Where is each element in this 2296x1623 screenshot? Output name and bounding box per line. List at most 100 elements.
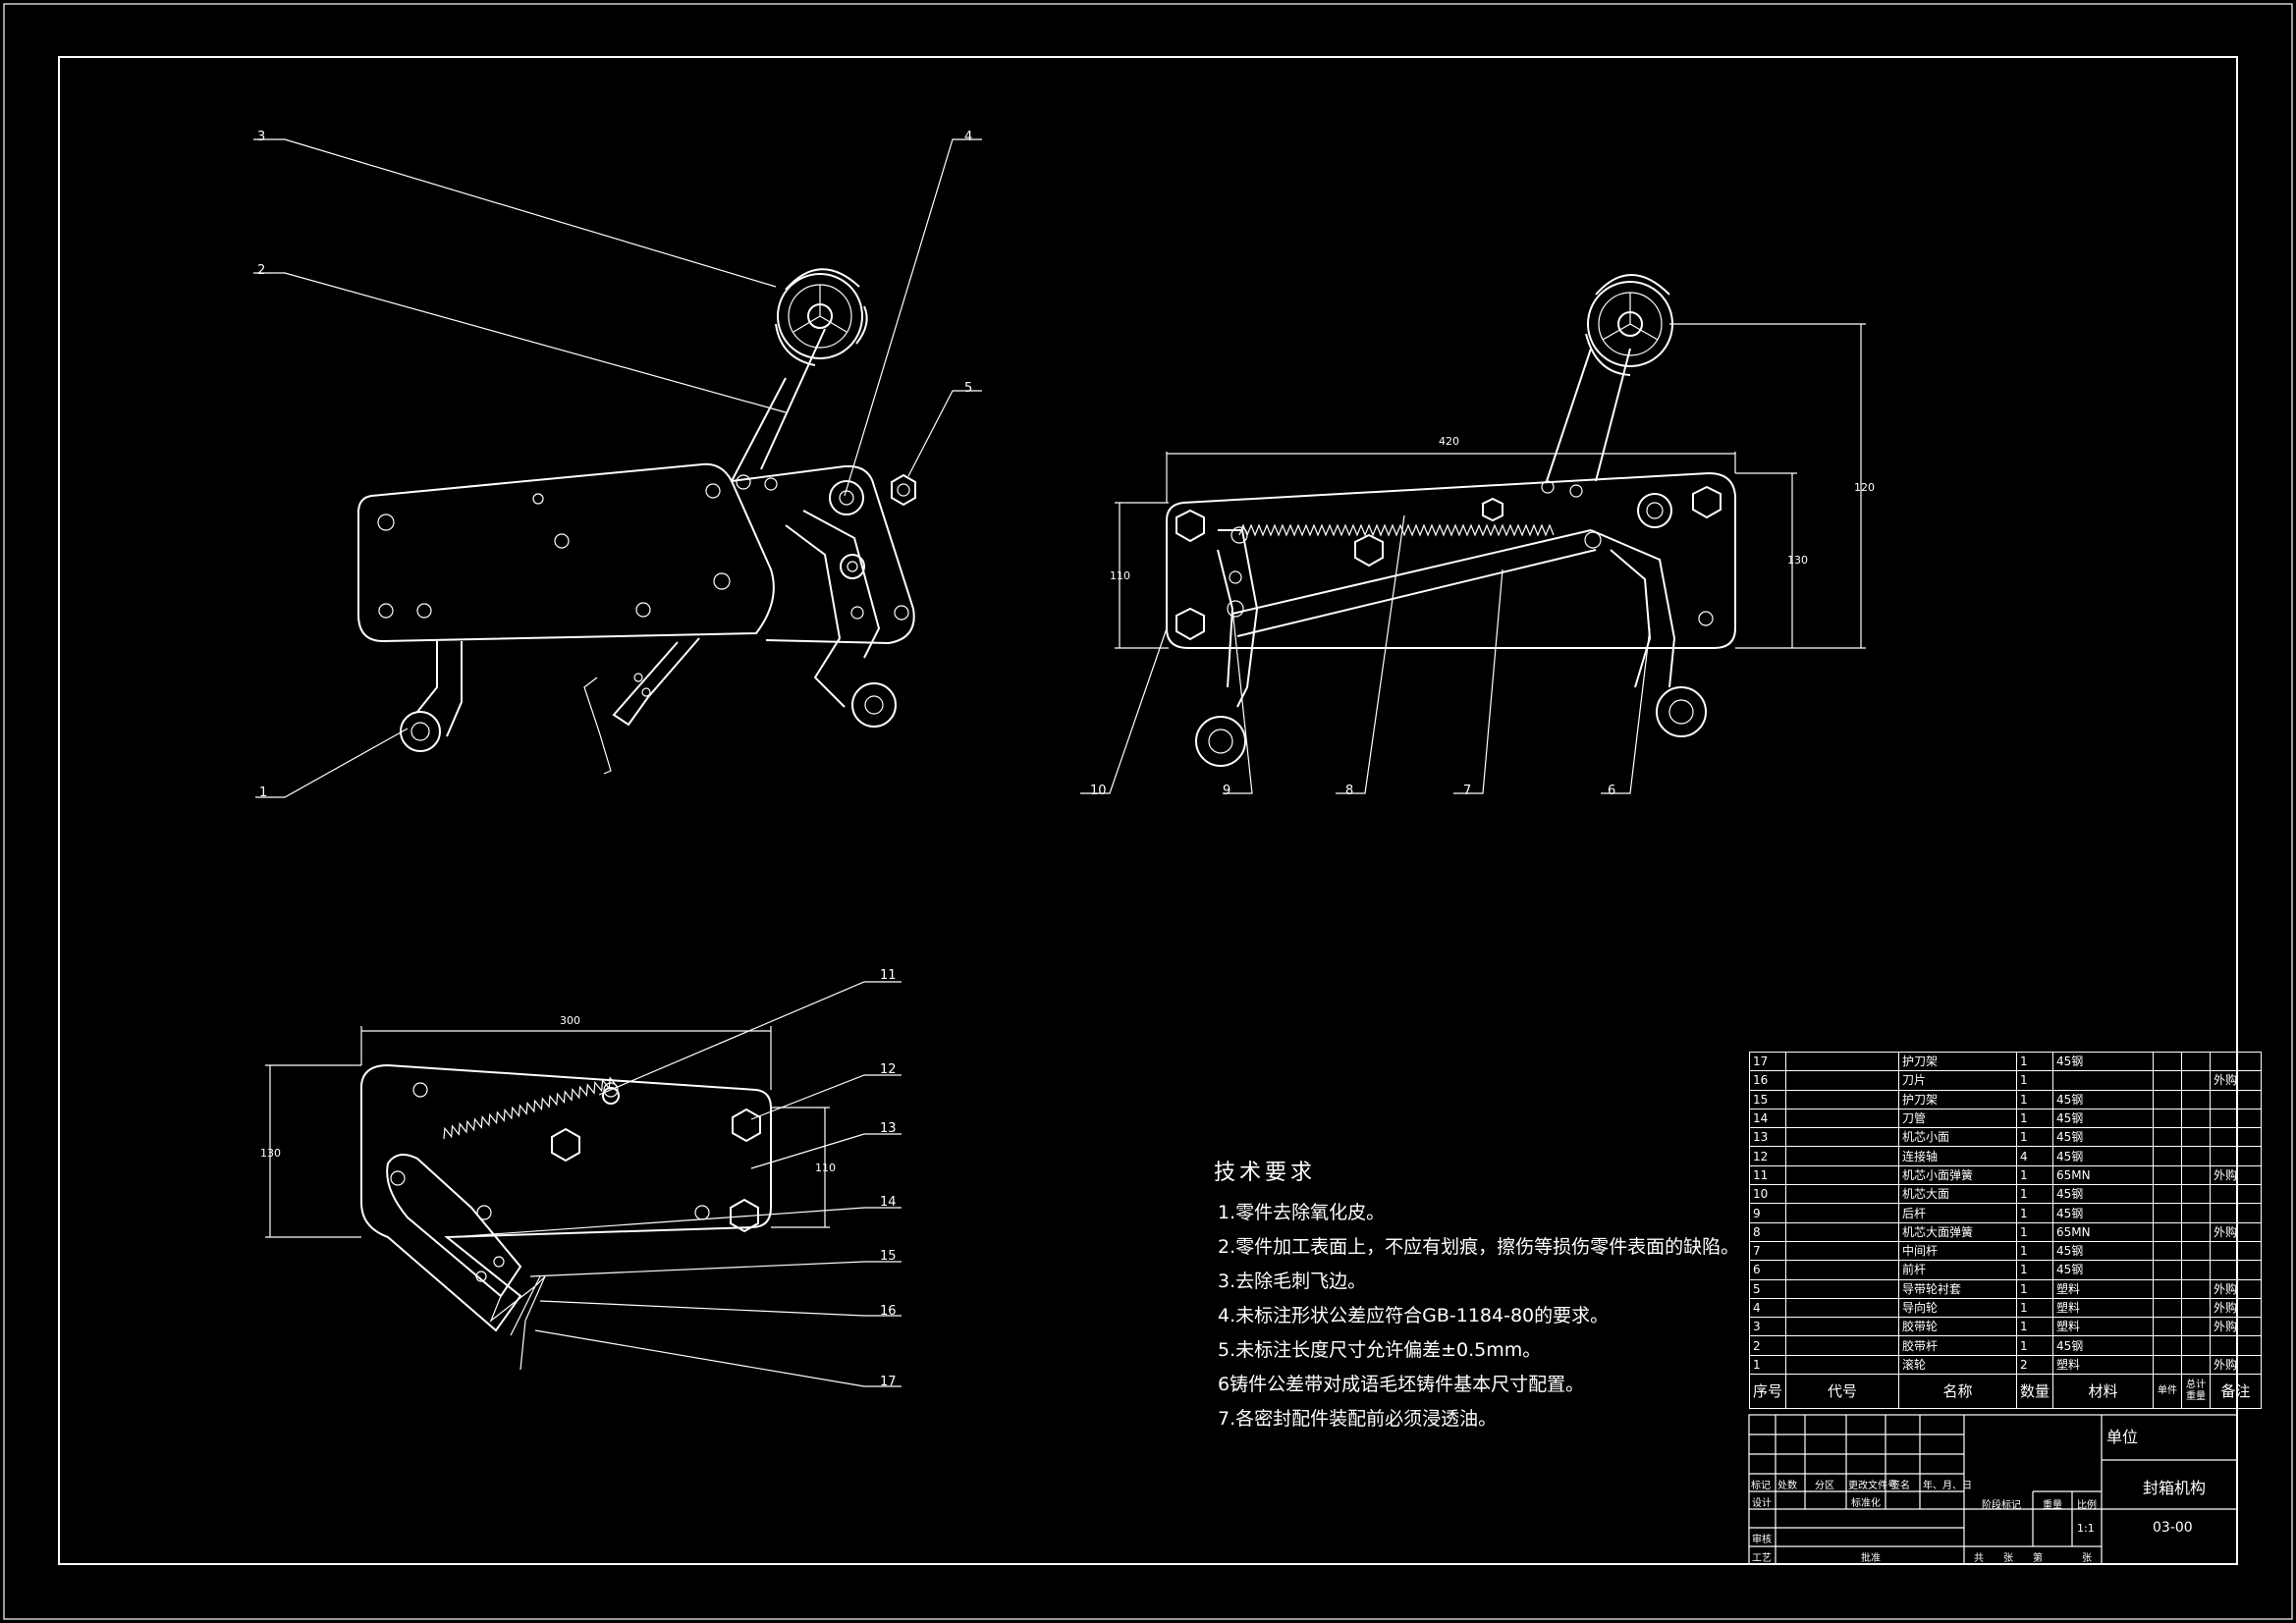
bom-cell-empty	[2153, 1146, 2183, 1166]
drawing-title: 封箱机构	[2143, 1479, 2207, 1497]
bom-cell-empty	[2153, 1184, 2183, 1205]
tb-approve: 批准	[1861, 1553, 1881, 1564]
bom-cell-qty: 1	[2016, 1164, 2054, 1186]
main-plate-left	[357, 462, 775, 643]
dim-110: 110	[1110, 569, 1130, 582]
bom-cell-qty: 1	[2016, 1184, 2054, 1205]
bom-cell-empty	[2181, 1108, 2212, 1129]
bom-cell-empty	[2181, 1127, 2212, 1148]
bom-header-single: 单件	[2153, 1374, 2183, 1410]
bom-cell-empty	[2181, 1335, 2212, 1356]
bom-cell-note	[2210, 1203, 2263, 1223]
scale-value: 1:1	[2077, 1522, 2095, 1535]
tech-req-item: 1.零件去除氧化皮。	[1218, 1202, 1386, 1223]
bom-cell-note	[2210, 1108, 2263, 1129]
outer-frame	[3, 3, 2293, 1620]
bom-cell-empty	[1785, 1221, 1900, 1242]
bom-cell-empty	[2181, 1240, 2212, 1262]
bom-cell-name: 导向轮	[1898, 1297, 2018, 1319]
bom-cell-empty	[2153, 1260, 2183, 1280]
bom-cell-name: 机芯小面	[1898, 1127, 2018, 1148]
tb-count: 处数	[1777, 1481, 1797, 1491]
bom-cell-material: 45钢	[2052, 1240, 2155, 1262]
bom-cell-note: 外购	[2210, 1278, 2263, 1299]
bom-cell-no: 15	[1748, 1089, 1787, 1109]
tb-review: 审核	[1752, 1535, 1772, 1545]
tb-sheet-no: 第	[2033, 1553, 2043, 1564]
bom-cell-qty: 4	[2016, 1146, 2054, 1166]
bom-cell-empty	[1785, 1089, 1900, 1109]
bom-cell-empty	[2153, 1127, 2183, 1148]
bom-cell-empty	[2153, 1297, 2183, 1319]
view-top-left	[357, 268, 916, 775]
bom-cell-material: 45钢	[2052, 1146, 2155, 1166]
bom-cell-empty	[1785, 1278, 1900, 1299]
bom-cell-empty	[2153, 1203, 2183, 1223]
balloon-7: 7	[1463, 784, 1472, 798]
bom-header-material: 材料	[2052, 1374, 2155, 1410]
bom-cell-qty: 1	[2016, 1070, 2054, 1091]
bom-cell-empty	[2181, 1070, 2212, 1091]
bom-cell-note	[2210, 1089, 2263, 1109]
bom-header-qty: 数量	[2016, 1374, 2054, 1410]
bom-cell-empty	[2153, 1278, 2183, 1299]
bom-cell-qty: 1	[2016, 1089, 2054, 1109]
tb-total-sheets: 共	[1974, 1553, 1984, 1564]
bom-cell-name: 胶带杆	[1898, 1335, 2018, 1356]
bom-cell-empty	[2153, 1335, 2183, 1356]
tape-wheel-left	[775, 268, 868, 366]
balloon-12: 12	[880, 1062, 897, 1077]
bom-cell-empty	[2181, 1221, 2212, 1242]
bom-cell-material: 45钢	[2052, 1051, 2155, 1072]
drawing-code: 03-00	[2153, 1520, 2193, 1536]
bom-cell-empty	[1785, 1203, 1900, 1223]
bom-cell-note	[2210, 1127, 2263, 1148]
balloon-6: 6	[1608, 784, 1616, 798]
view-bottom-left	[265, 1026, 830, 1371]
bom-cell-qty: 1	[2016, 1317, 2054, 1337]
bom-cell-qty: 1	[2016, 1127, 2054, 1148]
bom-cell-empty	[1785, 1354, 1900, 1376]
tb-process: 工艺	[1752, 1553, 1772, 1564]
bom-cell-name: 胶带轮	[1898, 1317, 2018, 1337]
bom-cell-qty: 1	[2016, 1203, 2054, 1223]
bom-cell-empty	[1785, 1051, 1900, 1072]
bom-cell-qty: 1	[2016, 1335, 2054, 1356]
bom-cell-no: 3	[1748, 1317, 1787, 1337]
bom-cell-material: 45钢	[2052, 1108, 2155, 1129]
bom-header-no: 序号	[1748, 1374, 1787, 1410]
dim-300: 300	[560, 1014, 580, 1027]
balloon-13: 13	[880, 1121, 897, 1136]
unit-label: 单位	[2106, 1428, 2139, 1446]
balloon-11: 11	[880, 968, 897, 983]
bom-cell-no: 9	[1748, 1203, 1787, 1223]
bom-cell-qty: 2	[2016, 1354, 2054, 1376]
tech-req-item: 4.未标注形状公差应符合GB-1184-80的要求。	[1218, 1305, 1610, 1326]
tech-req-item: 6铸件公差带对成语毛坯铸件基本尺寸配置。	[1218, 1374, 1585, 1395]
tb-mark: 标记	[1751, 1481, 1771, 1491]
tb-zone: 分区	[1815, 1481, 1834, 1491]
bom-cell-empty	[1785, 1335, 1900, 1356]
tech-req-item: 3.去除毛刺飞边。	[1218, 1271, 1367, 1292]
bom-cell-name: 护刀架	[1898, 1051, 2018, 1072]
bom-cell-material: 45钢	[2052, 1089, 2155, 1109]
bom-cell-name: 滚轮	[1898, 1354, 2018, 1376]
side-plate-left	[731, 464, 915, 645]
bom-cell-note	[2210, 1335, 2263, 1356]
dim-130b: 130	[260, 1147, 281, 1160]
bom-cell-qty: 1	[2016, 1278, 2054, 1299]
bom-header-code: 代号	[1785, 1374, 1900, 1410]
bom-cell-material: 塑料	[2052, 1317, 2155, 1337]
bom-cell-name: 刀片	[1898, 1070, 2018, 1091]
bom-cell-qty: 1	[2016, 1260, 2054, 1280]
balloon-14: 14	[880, 1195, 897, 1210]
balloon-8: 8	[1345, 784, 1354, 798]
